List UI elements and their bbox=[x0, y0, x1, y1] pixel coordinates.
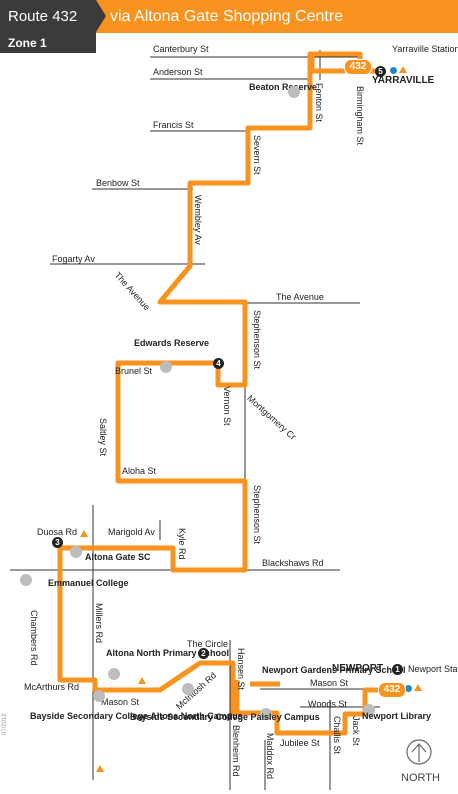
street-stephenson-2: Stephenson St bbox=[252, 485, 262, 545]
school-icon bbox=[20, 574, 32, 586]
street-challis: Challis St bbox=[332, 716, 342, 755]
train-icon bbox=[405, 685, 412, 692]
street-anderson: Anderson St bbox=[153, 67, 203, 77]
north-arrow: NORTH bbox=[399, 738, 440, 788]
street-woods: Woods St bbox=[308, 699, 347, 709]
place-newport-library: Newport Library bbox=[362, 711, 432, 721]
street-chambers: Chambers Rd bbox=[29, 610, 39, 666]
zone-label: Zone 1 bbox=[0, 33, 96, 53]
place-newport-station: Newport Station bbox=[408, 664, 458, 674]
school-icon bbox=[260, 708, 272, 720]
stop-2: 2 bbox=[198, 648, 209, 659]
school-icon bbox=[108, 668, 120, 680]
stop-4: 4 bbox=[213, 358, 224, 369]
route-path bbox=[57, 51, 403, 736]
street-millers: Millers Rd bbox=[94, 603, 104, 644]
bus-interchange-icon bbox=[414, 684, 422, 691]
route-header: Route 432 via Altona Gate Shopping Centr… bbox=[0, 0, 458, 33]
place-yarraville: YARRAVILLE bbox=[372, 75, 435, 86]
street-blackshaws: Blackshaws Rd bbox=[262, 558, 324, 568]
place-bayside-paisley: Bayside Secondary College Paisley Campus bbox=[130, 712, 320, 722]
street-wembley: Wembley Av bbox=[193, 195, 203, 245]
route-loop-top bbox=[309, 56, 345, 74]
street-blenheim: Blenheim Rd bbox=[231, 725, 241, 777]
route-number: Route 432 bbox=[0, 0, 96, 33]
street-birmingham: Birmingham St bbox=[355, 86, 365, 146]
street-hansen: Hansen St bbox=[236, 648, 246, 691]
street-the-avenue: The Avenue bbox=[276, 292, 324, 302]
stop-1: 1 bbox=[392, 664, 403, 675]
route-badge-yarraville: 432 bbox=[344, 59, 372, 75]
place-emmanuel: Emmanuel College bbox=[48, 578, 129, 588]
street-mcarthurs: McArthurs Rd bbox=[24, 682, 80, 692]
street-brunel: Brunel St bbox=[115, 366, 153, 376]
street-jubilee: Jubilee St bbox=[280, 738, 320, 748]
north-arrow-icon bbox=[406, 739, 432, 765]
place-edwards-reserve: Edwards Reserve bbox=[134, 338, 210, 348]
north-label: NORTH bbox=[401, 772, 440, 784]
park-icon bbox=[160, 361, 172, 373]
route-badge-newport: 432 bbox=[378, 682, 406, 698]
place-altona-north-ps: Altona North Primary School bbox=[106, 648, 230, 658]
street-kyle: Kyle Rd bbox=[177, 528, 187, 560]
library-icon bbox=[363, 704, 375, 716]
place-bayside-altona-north: Bayside Secondary College Altona North C… bbox=[30, 711, 243, 721]
bus-interchange-icon bbox=[96, 765, 104, 772]
place-yarraville-station: Yarraville Station bbox=[392, 44, 458, 54]
street-maddox: Maddox Rd bbox=[265, 733, 275, 780]
stop-3: 3 bbox=[52, 537, 63, 548]
bus-interchange-icon bbox=[80, 530, 88, 537]
street-severn: Severn St bbox=[252, 135, 262, 175]
street-the-circle: The Circle bbox=[187, 639, 229, 649]
street-vernon: Vernon St bbox=[222, 386, 232, 426]
school-icon bbox=[182, 683, 194, 695]
street-mason-2: Mason St bbox=[310, 678, 349, 688]
street-francis: Francis St bbox=[153, 120, 194, 130]
shopping-centre-icon bbox=[70, 546, 82, 558]
place-altona-gate: Altona Gate SC bbox=[85, 552, 151, 562]
street-marigold: Marigold Av bbox=[108, 527, 155, 537]
place-beaton-reserve: Beaton Reserve bbox=[249, 82, 318, 92]
stop-5: 5 bbox=[375, 66, 386, 77]
street-jack: Jack St bbox=[351, 716, 361, 746]
place-newport: NEWPORT bbox=[332, 663, 384, 674]
street-canterbury: Canterbury St bbox=[153, 44, 209, 54]
street-fogarty: Fogarty Av bbox=[52, 254, 95, 264]
street-lines bbox=[10, 50, 380, 790]
street-stephenson-1: Stephenson St bbox=[252, 310, 262, 370]
street-saltley: Saltley St bbox=[98, 418, 108, 457]
header-arrow bbox=[96, 0, 106, 32]
street-aloha: Aloha St bbox=[122, 466, 157, 476]
place-newport-gardens: Newport Gardens Primary School bbox=[262, 665, 406, 675]
school-icon bbox=[93, 690, 105, 702]
route-via: via Altona Gate Shopping Centre bbox=[96, 0, 458, 33]
street-mason-1: Mason St bbox=[101, 697, 140, 707]
train-icon bbox=[390, 67, 397, 74]
street-benbow: Benbow St bbox=[96, 178, 140, 188]
bus-interchange-icon bbox=[138, 677, 146, 684]
bus-interchange-icon bbox=[399, 66, 407, 73]
street-duosa: Duosa Rd bbox=[37, 527, 78, 537]
park-icon bbox=[288, 86, 300, 98]
side-code: 07/2012 bbox=[2, 713, 8, 735]
